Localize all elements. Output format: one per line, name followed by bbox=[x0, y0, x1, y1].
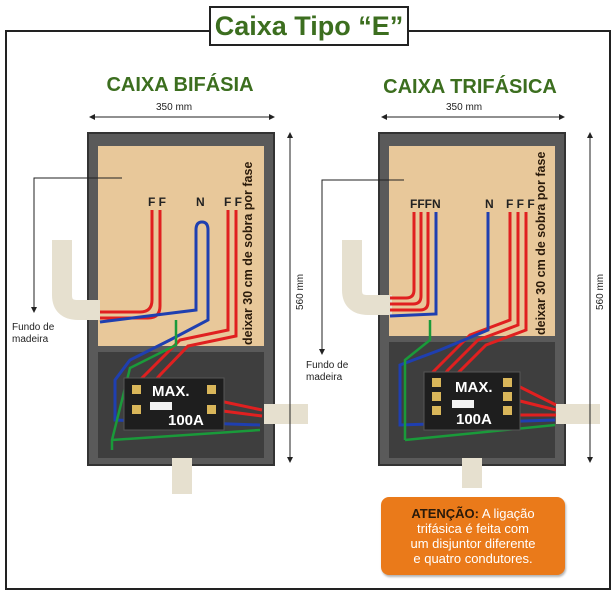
right-terminal-3 bbox=[432, 406, 441, 415]
left-terminal-1 bbox=[132, 385, 141, 394]
right-wood-label-line2: madeira bbox=[306, 372, 343, 383]
left-terminal-4 bbox=[207, 405, 216, 414]
left-neutral-wire bbox=[99, 220, 261, 427]
right-ground-wire bbox=[403, 320, 556, 442]
left-wood-pointer bbox=[31, 177, 122, 313]
right-height-label: 560 mm bbox=[595, 274, 606, 310]
note-line4: e quatro condutores. bbox=[413, 551, 533, 566]
left-conduit-pipe bbox=[52, 240, 100, 320]
left-ground-wire bbox=[110, 320, 261, 450]
attention-note: ATENÇÃO: A ligação trifásica é feita com… bbox=[381, 497, 565, 575]
right-wire-label-fffn: FFFN bbox=[410, 197, 441, 211]
right-breaker-amp: 100A bbox=[456, 411, 492, 428]
right-breaker-max: MAX. bbox=[455, 379, 493, 396]
left-breaker-lever bbox=[150, 402, 172, 410]
right-conduit-pipe bbox=[342, 240, 392, 315]
left-terminal-3 bbox=[207, 385, 216, 394]
left-breaker-amp: 100A bbox=[168, 412, 204, 429]
left-box: F F N F F deixar 30 cm de sobra por fase… bbox=[31, 114, 308, 494]
right-wood-label: Fundo de madeira bbox=[306, 360, 348, 384]
left-wire-label-ff2: F F bbox=[224, 195, 242, 209]
left-heading: CAIXA BIFÁSIA bbox=[106, 74, 254, 96]
note-line1: A ligação bbox=[478, 506, 535, 521]
left-height-label: 560 mm bbox=[295, 274, 306, 310]
right-terminal-6 bbox=[503, 406, 512, 415]
note-line3: um disjuntor diferente bbox=[410, 536, 536, 551]
page-title: Caixa Tipo “E” bbox=[209, 6, 409, 46]
right-terminal-5 bbox=[503, 392, 512, 401]
right-terminal-1 bbox=[432, 378, 441, 387]
right-terminal-2 bbox=[432, 392, 441, 401]
note-line2: trifásica é feita com bbox=[417, 521, 529, 536]
right-wood-pointer bbox=[319, 179, 404, 355]
right-bottom-pipe bbox=[462, 458, 482, 488]
right-side-pipe bbox=[556, 404, 600, 424]
right-width-label: 350 mm bbox=[446, 102, 483, 113]
left-bottom-pipe bbox=[172, 458, 192, 494]
right-box: FFFN N F F F deixar 30 cm de sobra por f… bbox=[319, 114, 600, 488]
right-wire-label-n: N bbox=[485, 197, 494, 211]
left-side-text: deixar 30 cm de sobra por fase bbox=[241, 162, 255, 345]
right-terminal-4 bbox=[503, 378, 512, 387]
left-wood-label-line2: madeira bbox=[12, 334, 49, 345]
right-wood-label-line1: Fundo de bbox=[306, 360, 349, 371]
right-wire-label-fff: F F F bbox=[506, 197, 535, 211]
note-bold: ATENÇÃO: bbox=[411, 506, 479, 521]
left-wood-label: Fundo de madeira bbox=[12, 322, 54, 346]
left-wire-label-n: N bbox=[196, 195, 205, 209]
left-wood-label-line1: Fundo de bbox=[12, 322, 55, 333]
left-wire-label-ff1: F F bbox=[148, 195, 166, 209]
left-breaker-max: MAX. bbox=[152, 383, 190, 400]
left-terminal-2 bbox=[132, 405, 141, 414]
left-wood-panel bbox=[98, 146, 264, 346]
right-side-text: deixar 30 cm de sobra por fase bbox=[534, 152, 548, 335]
left-width-label: 350 mm bbox=[156, 102, 193, 113]
left-side-pipe bbox=[264, 404, 308, 424]
right-breaker-lever bbox=[452, 400, 474, 408]
right-heading: CAIXA TRIFÁSICA bbox=[383, 76, 557, 98]
